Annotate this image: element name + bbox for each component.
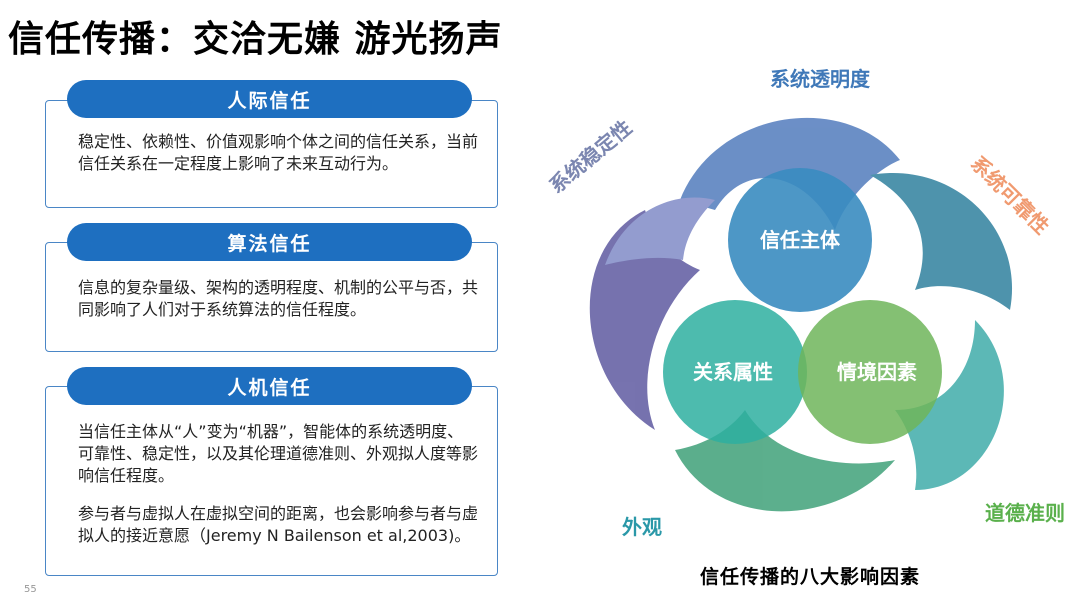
circle-label-relationship-attribute: 关系属性 bbox=[693, 360, 773, 384]
petal-right-bottom bbox=[895, 320, 1004, 490]
core-circles: 信任主体 关系属性 情境因素 bbox=[663, 168, 942, 444]
factor-ethics: 道德准则 bbox=[985, 501, 1065, 525]
petal-right-top bbox=[870, 172, 1013, 310]
trust-factors-diagram: 信任主体 关系属性 情境因素 系统透明度 系统可靠性 道德准则 外观 系统稳定性 bbox=[544, 67, 1065, 539]
page-number: 55 bbox=[24, 584, 37, 595]
card-paragraph: 参与者与虚拟人在虚拟空间的距离，也会影响参与者与虚拟人的接近意愿（Jeremy … bbox=[78, 504, 479, 545]
card-header-interpersonal-trust: 人际信任 bbox=[67, 80, 472, 118]
card-paragraph: 当信任主体从“人”变为“机器”，智能体的系统透明度、可靠性、稳定性，以及其伦理道… bbox=[78, 422, 479, 485]
circle-trust-subject bbox=[728, 168, 872, 312]
card-paragraph: 信息的复杂量级、架构的透明程度、机制的公平与否，共同影响了人们对于系统算法的信任… bbox=[78, 278, 479, 319]
diagram-caption: 信任传播的八大影响因素 bbox=[700, 566, 921, 588]
card-interpersonal-trust: 稳定性、依赖性、价值观影响个体之间的信任关系，当前信任关系在一定程度上影响了未来… bbox=[45, 100, 498, 208]
petal-left-upper bbox=[605, 197, 715, 265]
circle-label-situational-factor: 情境因素 bbox=[837, 360, 917, 384]
circle-label-trust-subject: 信任主体 bbox=[760, 228, 841, 252]
circle-relationship-attribute bbox=[663, 300, 807, 444]
card-paragraph: 稳定性、依赖性、价值观影响个体之间的信任关系，当前信任关系在一定程度上影响了未来… bbox=[78, 132, 479, 173]
card-header-human-machine-trust: 人机信任 bbox=[67, 367, 472, 405]
card-body: 当信任主体从“人”变为“机器”，智能体的系统透明度、可靠性、稳定性，以及其伦理道… bbox=[78, 421, 478, 547]
card-human-machine-trust: 当信任主体从“人”变为“机器”，智能体的系统透明度、可靠性、稳定性，以及其伦理道… bbox=[45, 386, 498, 576]
circle-situational-factor bbox=[798, 300, 942, 444]
card-body: 信息的复杂量级、架构的透明程度、机制的公平与否，共同影响了人们对于系统算法的信任… bbox=[78, 277, 478, 321]
petal-left bbox=[589, 210, 700, 430]
card-header-algorithmic-trust: 算法信任 bbox=[67, 223, 472, 261]
factor-system-stability: 系统稳定性 bbox=[544, 115, 636, 198]
factor-appearance: 外观 bbox=[622, 515, 662, 539]
factor-system-transparency: 系统透明度 bbox=[770, 67, 871, 91]
card-body: 稳定性、依赖性、价值观影响个体之间的信任关系，当前信任关系在一定程度上影响了未来… bbox=[78, 131, 478, 175]
page-title: 信任传播：交洽无嫌 游光扬声 bbox=[8, 19, 503, 60]
